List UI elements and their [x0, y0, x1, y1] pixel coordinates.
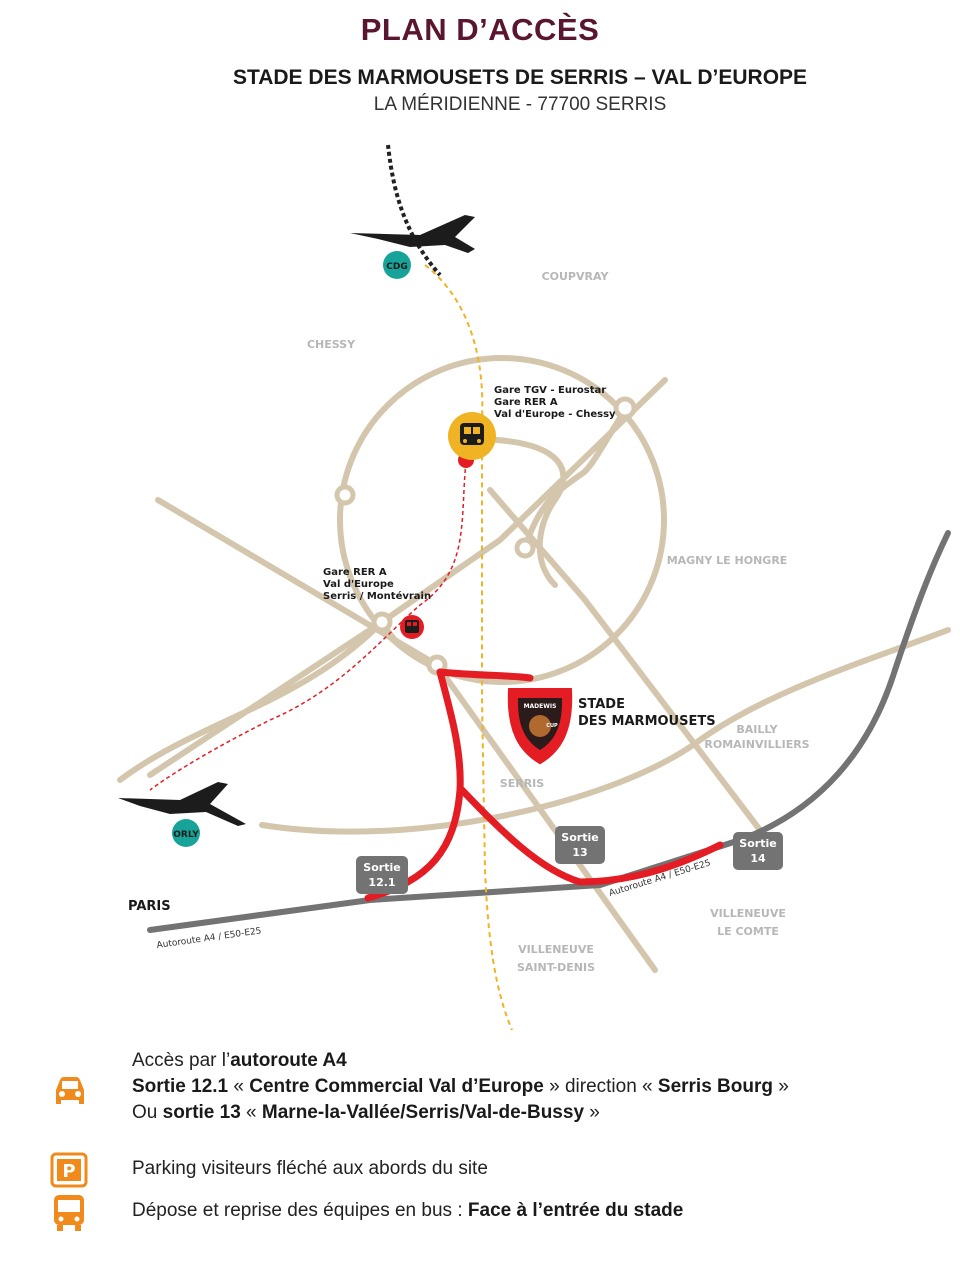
town-villeneuve-lc-2: LE COMTE [717, 925, 779, 938]
access-map: CDG ORLY MADEWIS CUP STADE DES MARMOUSET… [117, 144, 951, 1031]
town-magny: MAGNY LE HONGRE [667, 554, 788, 567]
svg-text:Sortie: Sortie [739, 837, 776, 850]
road-inner-loop [494, 437, 567, 588]
bus-info: Dépose et reprise des équipes en bus : F… [132, 1200, 684, 1221]
town-bailly-1: BAILLY [736, 723, 778, 736]
car-access-line-3: Ou sortie 13 « Marne-la-Vallée/Serris/Va… [132, 1102, 600, 1123]
venue-address: LA MÉRIDIENNE - 77700 SERRIS [373, 94, 667, 115]
town-villeneuve-sd-1: VILLENEUVE [518, 943, 594, 956]
venue-name: STADE DES MARMOUSETS DE SERRIS – VAL D’E… [232, 66, 808, 89]
tgv-station-label-2: Gare RER A [494, 397, 558, 408]
route-to-stadium [364, 668, 724, 902]
car-access-line-2: Sortie 12.1 « Centre Commercial Val d’Eu… [132, 1076, 789, 1097]
town-villeneuve-sd-2: SAINT-DENIS [517, 961, 595, 974]
svg-text:Sortie: Sortie [561, 831, 598, 844]
car-access-line-1: Accès par l’autoroute A4 [132, 1050, 347, 1071]
rer-line [149, 461, 467, 791]
tgv-station-label-1: Gare TGV - Eurostar [494, 385, 606, 396]
parking-icon: P [50, 1152, 88, 1188]
cdg-track [386, 144, 442, 277]
stadium-logo: MADEWIS CUP [507, 688, 573, 765]
svg-text:14: 14 [750, 852, 766, 865]
car-icon [56, 1077, 84, 1104]
parking-info: Parking visiteurs fléché aux abords du s… [132, 1158, 488, 1179]
town-coupvray: COUPVRAY [542, 270, 610, 283]
town-serris: SERRIS [500, 777, 544, 790]
svg-text:Sortie: Sortie [363, 861, 400, 874]
orly-label: ORLY [173, 830, 199, 840]
local-roads [117, 355, 951, 973]
page-title: PLAN D’ACCÈS [360, 12, 600, 47]
stadium-label-2: DES MARMOUSETS [578, 714, 716, 729]
airplane-cdg-icon [350, 215, 475, 253]
town-chessy: CHESSY [307, 338, 356, 351]
road-inner-loop-2 [522, 407, 628, 551]
svg-text:12.1: 12.1 [368, 876, 395, 889]
rer-station-icon [400, 615, 424, 639]
a4-label-west: Autoroute A4 / E50-E25 [156, 926, 262, 951]
stadium-label-1: STADE [578, 697, 625, 712]
cdg-label: CDG [386, 262, 407, 272]
stadium-badge-text: MADEWIS [524, 703, 557, 710]
bus-icon [54, 1195, 84, 1231]
highway-a4 [147, 530, 951, 933]
rer-station-label-2: Val d'Europe [323, 579, 394, 590]
ring-road [337, 355, 667, 685]
orly-badge: ORLY [172, 819, 200, 847]
svg-text:P: P [62, 1161, 75, 1182]
tgv-line [424, 264, 513, 1031]
rer-station-label-1: Gare RER A [323, 567, 387, 578]
airplane-orly-icon [118, 782, 246, 826]
road-bailly [259, 627, 951, 835]
exit-13-badge: Sortie 13 [555, 826, 605, 864]
town-paris: PARIS [128, 899, 171, 914]
tgv-station-icon [448, 412, 496, 468]
cdg-badge: CDG [383, 251, 411, 279]
exit-12-1-badge: Sortie 12.1 [356, 856, 408, 894]
rer-station-label-3: Serris / Montévrain [323, 590, 431, 602]
road-north-east [487, 487, 763, 833]
tgv-station-label-3: Val d'Europe - Chessy [494, 409, 616, 420]
exit-14-badge: Sortie 14 [733, 832, 783, 870]
town-villeneuve-lc-1: VILLENEUVE [710, 907, 786, 920]
road-west-curve [117, 619, 385, 783]
town-bailly-2: ROMAINVILLIERS [704, 738, 809, 751]
svg-text:13: 13 [572, 846, 587, 859]
stadium-badge-cup: CUP [546, 723, 558, 729]
